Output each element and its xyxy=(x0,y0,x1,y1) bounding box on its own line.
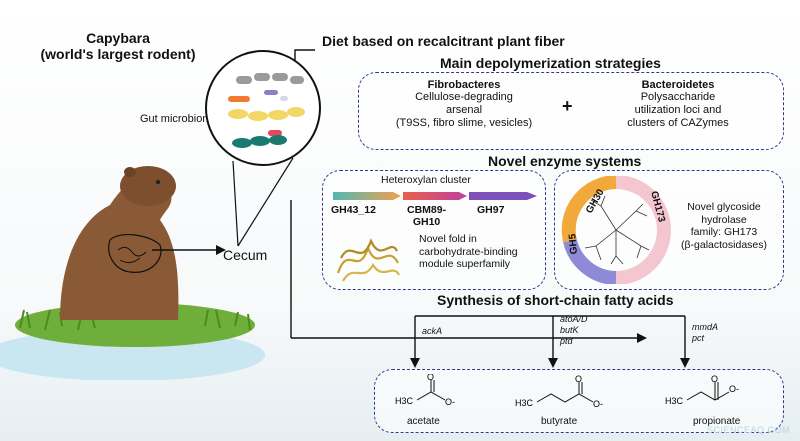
scfa-pathway-arrows xyxy=(291,315,690,368)
capybara-head xyxy=(120,166,176,206)
scfa-heading: Synthesis of short-chain fatty acids xyxy=(437,292,674,308)
enzymes-propionate: mmdA pct xyxy=(692,322,718,344)
novel-fold-text: Novel fold in carbohydrate-binding modul… xyxy=(419,233,518,271)
bacteroidetes-title: Bacteroidetes xyxy=(641,79,715,91)
zoom-line-left xyxy=(232,160,239,247)
depolymerization-heading: Main depolymerization strategies xyxy=(440,55,661,71)
propionate-oxygen: O xyxy=(711,374,718,384)
gh173-line-3: family: GH173 xyxy=(690,226,758,238)
butyrate-methyl: H3C xyxy=(515,398,534,408)
gene-gh97: GH97 xyxy=(477,204,505,216)
capybara-body xyxy=(60,175,179,320)
novel-fold-line-3: module superfamily xyxy=(419,258,511,270)
gh173-description: Novel glycoside hydrolase family: GH173 … xyxy=(669,201,779,251)
acetate-label: acetate xyxy=(407,416,440,427)
gene-gh43-12: GH43_12 xyxy=(331,204,376,216)
fibrobacteres-block: Fibrobacteres Cellulose-degrading arsena… xyxy=(389,79,539,130)
gh30-arc xyxy=(561,176,617,243)
enzyme-butk: butK xyxy=(560,325,579,335)
intestine-sketch xyxy=(117,246,147,264)
bacteroidetes-line-2: utilization loci and xyxy=(634,104,722,116)
gh173-line-2: hydrolase xyxy=(701,213,747,226)
scfa-box: H3C O O- acetate H3C O O- butyrate H3C O… xyxy=(374,369,784,433)
enzyme-mmda: mmdA xyxy=(692,322,719,332)
propionate-label: propionate xyxy=(693,416,741,427)
gh173-line-4: (β-galactosidases) xyxy=(681,238,767,251)
diet-connector xyxy=(290,49,315,338)
gene-cbm89: CBM89- xyxy=(407,204,447,216)
enzyme-pct: pct xyxy=(692,333,705,343)
butyrate-label: butyrate xyxy=(541,416,578,427)
capybara-name: Capybara xyxy=(86,30,150,46)
plus-sign: + xyxy=(562,96,573,116)
propionate-anion: O- xyxy=(729,384,739,394)
gene-cbm89-gh10: CBM89- GH10 xyxy=(407,204,446,228)
protein-structure-icon xyxy=(336,238,400,282)
acetate-oxygen: O xyxy=(427,374,434,382)
phylogeny-tree xyxy=(584,195,650,265)
capybara-eye xyxy=(155,179,161,185)
gut-microbiome-zoom xyxy=(205,50,321,247)
bacteroidetes-line-1: Polysaccharide xyxy=(640,91,716,103)
enzyme-acka: ackA xyxy=(422,326,443,336)
acetate-structure: H3C O O- xyxy=(395,374,455,407)
cbm89-arrow xyxy=(403,192,467,200)
gh173-line-1: Novel glycoside xyxy=(687,201,761,213)
enzyme-atoad: atoA/D xyxy=(560,314,588,324)
gh173-arc xyxy=(615,176,671,284)
phylogeny-wheel: GH30 GH173 GH5 xyxy=(561,176,671,284)
zoom-line-right xyxy=(237,157,294,247)
watermark: SCIENCEAQ.COM xyxy=(706,425,790,435)
gh173-box: GH30 GH173 GH5 Novel glycoside hydrolase… xyxy=(554,170,784,290)
butyrate-structure: H3C O O- xyxy=(515,374,603,409)
acetate-methyl: H3C xyxy=(395,396,414,406)
diet-heading: Diet based on recalcitrant plant fiber xyxy=(322,33,565,49)
bacteroidetes-line-3: clusters of CAZymes xyxy=(627,117,729,129)
heteroxylan-box: Heteroxylan cluster GH43_12 CBM89- GH10 … xyxy=(322,170,546,290)
microbes xyxy=(228,73,305,148)
cecum-label: Cecum xyxy=(223,247,268,263)
fibrobacteres-line-3: (T9SS, fibro slime, vesicles) xyxy=(395,117,533,129)
novel-fold-line-2: carbohydrate-binding xyxy=(419,245,518,258)
propionate-structure: H3C O O- xyxy=(665,374,739,406)
enzyme-ptd: ptd xyxy=(560,336,573,346)
butyrate-oxygen: O xyxy=(575,374,582,384)
acetate-anion: O- xyxy=(445,397,455,407)
capybara-subtitle: (world's largest rodent) xyxy=(40,46,196,62)
gh97-arrow xyxy=(469,192,537,200)
cecum-outline xyxy=(108,233,162,273)
fibrobacteres-line-1: Cellulose-degrading xyxy=(415,91,513,103)
capybara-illustration xyxy=(0,166,265,380)
capybara-title: Capybara (world's largest rodent) xyxy=(18,30,218,62)
depolymerization-box: Fibrobacteres Cellulose-degrading arsena… xyxy=(358,72,784,150)
enzymes-butyrate: atoA/D butK ptd xyxy=(560,314,588,347)
heteroxylan-label: Heteroxylan cluster xyxy=(381,174,471,186)
gh5-arc xyxy=(563,239,617,284)
gut-microbiome-label: Gut microbiome xyxy=(140,113,218,125)
butyrate-anion: O- xyxy=(593,399,603,409)
propionate-methyl: H3C xyxy=(665,396,684,406)
gene-gh10: GH10 xyxy=(412,216,441,228)
novel-fold-line-1: Novel fold in xyxy=(419,233,477,245)
fibrobacteres-title: Fibrobacteres xyxy=(427,79,501,91)
gene-cluster-arrows xyxy=(333,192,537,200)
novel-enzymes-heading: Novel enzyme systems xyxy=(488,153,642,169)
gh5-label: GH5 xyxy=(567,233,580,255)
capybara-ear xyxy=(124,167,136,177)
cecum-arrow xyxy=(152,245,226,255)
gh43-arrow xyxy=(333,192,401,200)
fibrobacteres-line-2: arsenal xyxy=(445,104,483,116)
bacteroidetes-block: Bacteroidetes Polysaccharide utilization… xyxy=(603,79,753,130)
